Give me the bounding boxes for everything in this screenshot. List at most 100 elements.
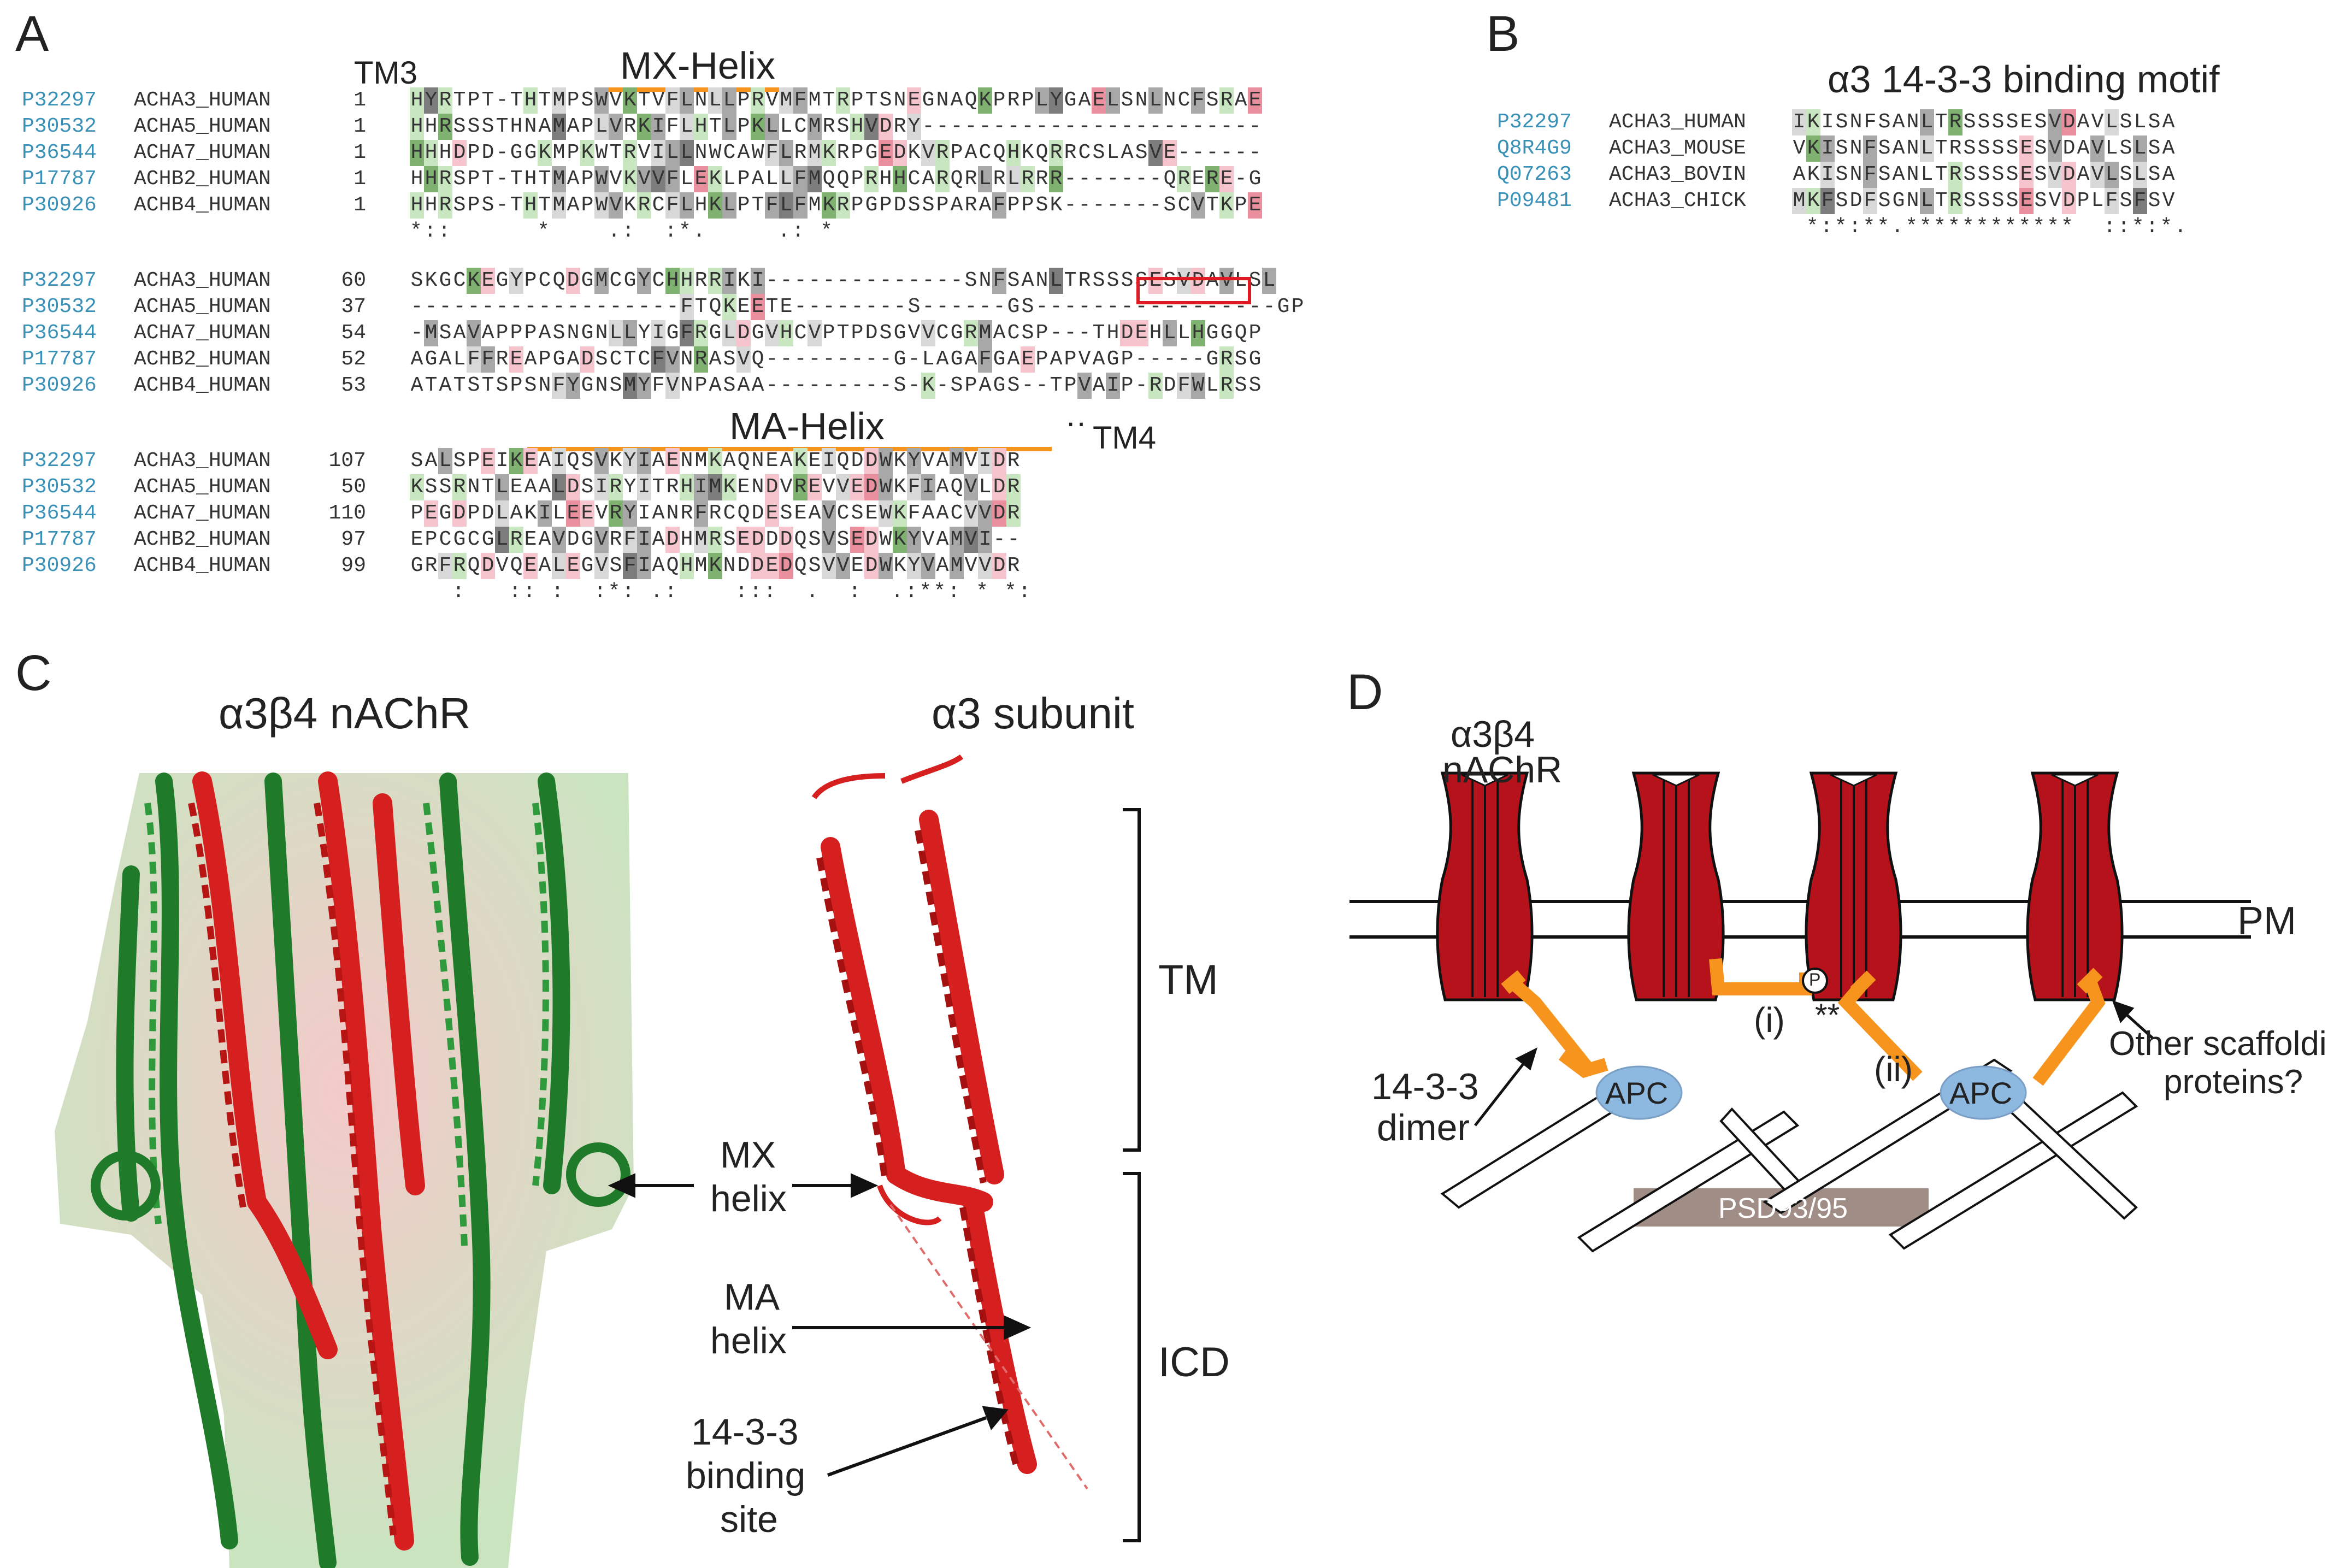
residue-number: 52: [341, 347, 366, 371]
tm4-dots: ··: [1065, 405, 1087, 440]
panel-d: D: [1257, 639, 2328, 1568]
psd-label: PSD93/95: [1718, 1193, 1848, 1224]
protein-name: ACHA7_HUMAN: [134, 502, 271, 525]
sequence: AGALFFREAPGADSCTCFVNRASVQ---------G-LAGA…: [410, 346, 1262, 373]
receptor-surface: [55, 773, 634, 1568]
mx-helix-label: MX-Helix: [620, 44, 775, 87]
phospho-label: P: [1809, 970, 1821, 989]
residue-number: 1: [353, 167, 366, 191]
accession-link[interactable]: P17787: [22, 528, 97, 551]
sequence: -------------------FTQKEETE--------S----…: [410, 294, 1305, 320]
residue-number: 53: [341, 374, 366, 397]
protein-name: ACHA3_HUMAN: [134, 449, 271, 473]
sequence: -MSAVAPPPASNGNLLYIGFRGLDGVHCVPTPDSGVVCGR…: [410, 320, 1262, 346]
accession-link[interactable]: P30532: [22, 295, 97, 319]
sequence: VKISNFSANLTRSSSSESVDAVLSLSA: [1792, 135, 2176, 162]
accession-link[interactable]: P17787: [22, 167, 97, 191]
dimer-label-1: 14-3-3: [1371, 1066, 1479, 1107]
protein-name: ACHB4_HUMAN: [134, 374, 271, 397]
accession-link[interactable]: P32297: [22, 449, 97, 473]
phospho-stars: **: [1815, 998, 1840, 1033]
accession-link[interactable]: P09481: [1497, 189, 1572, 213]
other-scaffold-label-1: Other scaffolding: [2109, 1025, 2328, 1063]
sequence: GRFRQDVQEALEGVSFIAQHMKNDDEDQSVVEDWKYVAMV…: [410, 553, 1021, 579]
apc-1: [1595, 1065, 1683, 1120]
panel-label-a: A: [15, 6, 49, 62]
accession-link[interactable]: Q07263: [1497, 163, 1572, 186]
pm-label: PM: [2237, 899, 2296, 943]
sequence: SKGCKEGYPCQDGMCGYCHHRRIKI--------------S…: [410, 268, 1276, 294]
sequence: EPCGCGLREAVDGVRFIADHMRSEDDDQSVSEDWKYVAMV…: [410, 527, 1021, 553]
protein-name: ACHA3_MOUSE: [1609, 137, 1746, 160]
icd-domain-label: ICD: [1158, 1339, 1230, 1386]
residue-number: 60: [341, 269, 366, 292]
protein-name: ACHB4_HUMAN: [134, 193, 271, 217]
ma-helix-bar: [527, 447, 1052, 451]
protein-name: ACHA3_CHICK: [1609, 189, 1746, 213]
conservation-line: *:*:**.************ ::*:*.: [1792, 215, 2189, 239]
accession-link[interactable]: P32297: [22, 269, 97, 292]
residue-number: 107: [328, 449, 366, 473]
mx-helix-bar: [604, 87, 798, 92]
ma-helix-label: MA-Helix: [729, 405, 885, 447]
panel-c: C α3β4 nAChR α3 subunit: [0, 639, 1257, 1568]
accession-link[interactable]: P30926: [22, 193, 97, 217]
sequence: HHRSSSTHNAMAPLVRKIFLHTLPKLLCMRSHVDRY----…: [410, 114, 1262, 140]
protein-name: ACHA7_HUMAN: [134, 321, 271, 345]
apc-label-2: APC: [1949, 1076, 2013, 1110]
sequence: ATATSTSPSNFYGNSMYFVNPASAA---------S-K-SP…: [410, 373, 1262, 399]
protein-name: ACHB2_HUMAN: [134, 167, 271, 191]
panel-label-c: C: [15, 645, 52, 701]
ma-helix-text-1: MA: [724, 1276, 780, 1318]
residue-number: 110: [328, 502, 366, 525]
mode-ii-label: (ii): [1874, 1050, 1913, 1089]
residue-number: 50: [341, 475, 366, 499]
mx-helix-text-2: helix: [710, 1178, 787, 1219]
other-scaffold-label-2: proteins?: [2164, 1063, 2303, 1101]
residue-number: 97: [341, 528, 366, 551]
sequence: HHHDPD-GGKMPKWTRVILLNWCAWFLRMKRPGEDKVRPA…: [410, 140, 1262, 166]
protein-name: ACHA3_HUMAN: [1609, 110, 1746, 134]
receptor-label-1: α3β4: [1451, 714, 1535, 755]
conservation-line: : :: : :*: .: ::: . : .:**: * *:: [410, 580, 1033, 604]
accession-link[interactable]: P30926: [22, 554, 97, 577]
panel-label-d: D: [1347, 664, 1383, 720]
accession-link[interactable]: P36544: [22, 141, 97, 164]
apc-label-1: APC: [1605, 1076, 1669, 1110]
protein-name: ACHA3_HUMAN: [134, 269, 271, 292]
accession-link[interactable]: P36544: [22, 502, 97, 525]
protein-name: ACHA5_HUMAN: [134, 295, 271, 319]
mx-helix-text-1: MX: [720, 1134, 776, 1176]
protein-name: ACHB2_HUMAN: [134, 347, 271, 371]
disordered-region-line: [889, 1204, 1088, 1490]
receptor-label-2: nAChR: [1442, 749, 1563, 791]
structure-illustration: [55, 754, 1141, 1568]
sequence: AKISNFSANLTRSSSSESVDAVLSLSA: [1792, 162, 2176, 188]
residue-number: 99: [341, 554, 366, 577]
mode-i-label: (i): [1754, 1000, 1785, 1040]
accession-link[interactable]: P17787: [22, 347, 97, 371]
sequence: MKFSDFSGNLTRSSSSESVDPLFSFSV: [1792, 188, 2176, 214]
accession-link[interactable]: Q8R4G9: [1497, 137, 1572, 160]
accession-link[interactable]: P30532: [22, 475, 97, 499]
accession-link[interactable]: P30926: [22, 374, 97, 397]
subunit-title: α3 subunit: [932, 689, 1134, 738]
binding-motif-box: [1136, 277, 1251, 304]
accession-link[interactable]: P32297: [22, 89, 97, 112]
residue-number: 1: [353, 89, 366, 112]
apc-2: [1940, 1065, 2027, 1120]
tm4-label: TM4: [1093, 420, 1156, 456]
residue-number: 1: [353, 115, 366, 138]
protein-name: ACHA3_HUMAN: [134, 89, 271, 112]
receptor-title: α3β4 nAChR: [219, 689, 471, 738]
accession-link[interactable]: P32297: [1497, 110, 1572, 134]
tm3-label: TM3: [354, 55, 417, 91]
accession-link[interactable]: P36544: [22, 321, 97, 345]
protein-name: ACHB2_HUMAN: [134, 528, 271, 551]
protein-name: ACHA7_HUMAN: [134, 141, 271, 164]
sequence: SALSPEIKEAIQSVKYIAENMKAQNEAKEIQDDWKYVAMV…: [410, 448, 1021, 474]
tm-domain-label: TM: [1158, 957, 1218, 1003]
accession-link[interactable]: P30532: [22, 115, 97, 138]
